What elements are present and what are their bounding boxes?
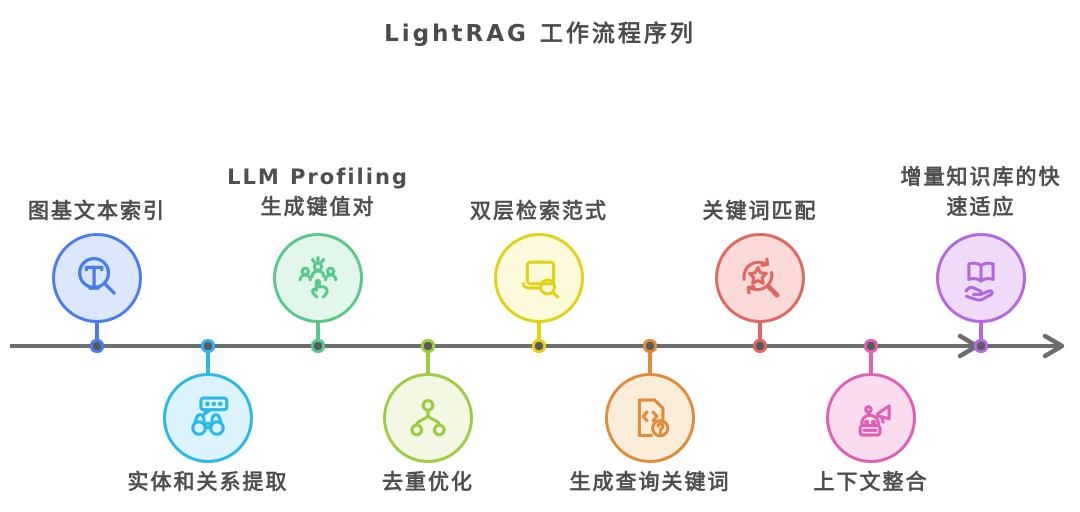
timeline-dot [200, 338, 215, 353]
binoculars-chat-icon [191, 396, 229, 436]
network-tree-icon [410, 398, 446, 437]
timeline-dot [752, 338, 767, 353]
node-circle [715, 233, 805, 323]
node-circle [52, 233, 142, 323]
node-label: 上下文整合 [813, 470, 929, 494]
star-search-icon [742, 257, 780, 298]
node-label: 生成查询关键词 [569, 470, 731, 494]
node-connector [869, 346, 873, 376]
node-connector [758, 317, 762, 346]
laptop-search-icon [522, 260, 560, 299]
node-connector [95, 317, 99, 346]
node-label: 双层检索范式 [470, 199, 608, 223]
document-question-icon [637, 398, 670, 438]
node-circle [163, 373, 253, 463]
node-circle [383, 373, 473, 463]
node-connector [316, 317, 320, 346]
node-circle [826, 373, 916, 463]
timeline-dot [863, 338, 878, 353]
node-connector [537, 317, 541, 346]
node-label-line1: LLM Profiling [227, 165, 409, 189]
people-select-icon [298, 256, 338, 299]
timeline-dot [420, 338, 435, 353]
node-connector [426, 346, 430, 376]
timeline-dot [310, 338, 325, 353]
node-circle [936, 233, 1026, 323]
timeline-dot [973, 338, 988, 353]
node-connector [206, 346, 210, 376]
node-connector [648, 346, 652, 376]
book-hand-icon [964, 261, 995, 302]
node-label: 关键词匹配 [702, 199, 818, 223]
node-label: 去重优化 [382, 470, 474, 494]
arrowhead-icon [1042, 333, 1065, 359]
timeline-dot [531, 338, 546, 353]
node-label: 图基文本索引 [28, 199, 166, 223]
node-label: 实体和关系提取 [127, 470, 289, 494]
diagram-title: LightRAG 工作流程序列 [384, 21, 696, 47]
node-label: LLM Profiling 生成键值对 [188, 162, 448, 223]
node-label: 增量知识库的快速适应 [900, 165, 1062, 220]
timeline-dot [642, 338, 657, 353]
magnifier-text-icon [78, 256, 116, 295]
node-label-line2: 生成键值对 [260, 195, 376, 220]
node-circle [494, 233, 584, 323]
robot-megaphone-icon [858, 404, 891, 437]
timeline-dot [89, 338, 104, 353]
node-circle [605, 373, 695, 463]
node-connector [979, 317, 983, 346]
node-circle [273, 233, 363, 323]
